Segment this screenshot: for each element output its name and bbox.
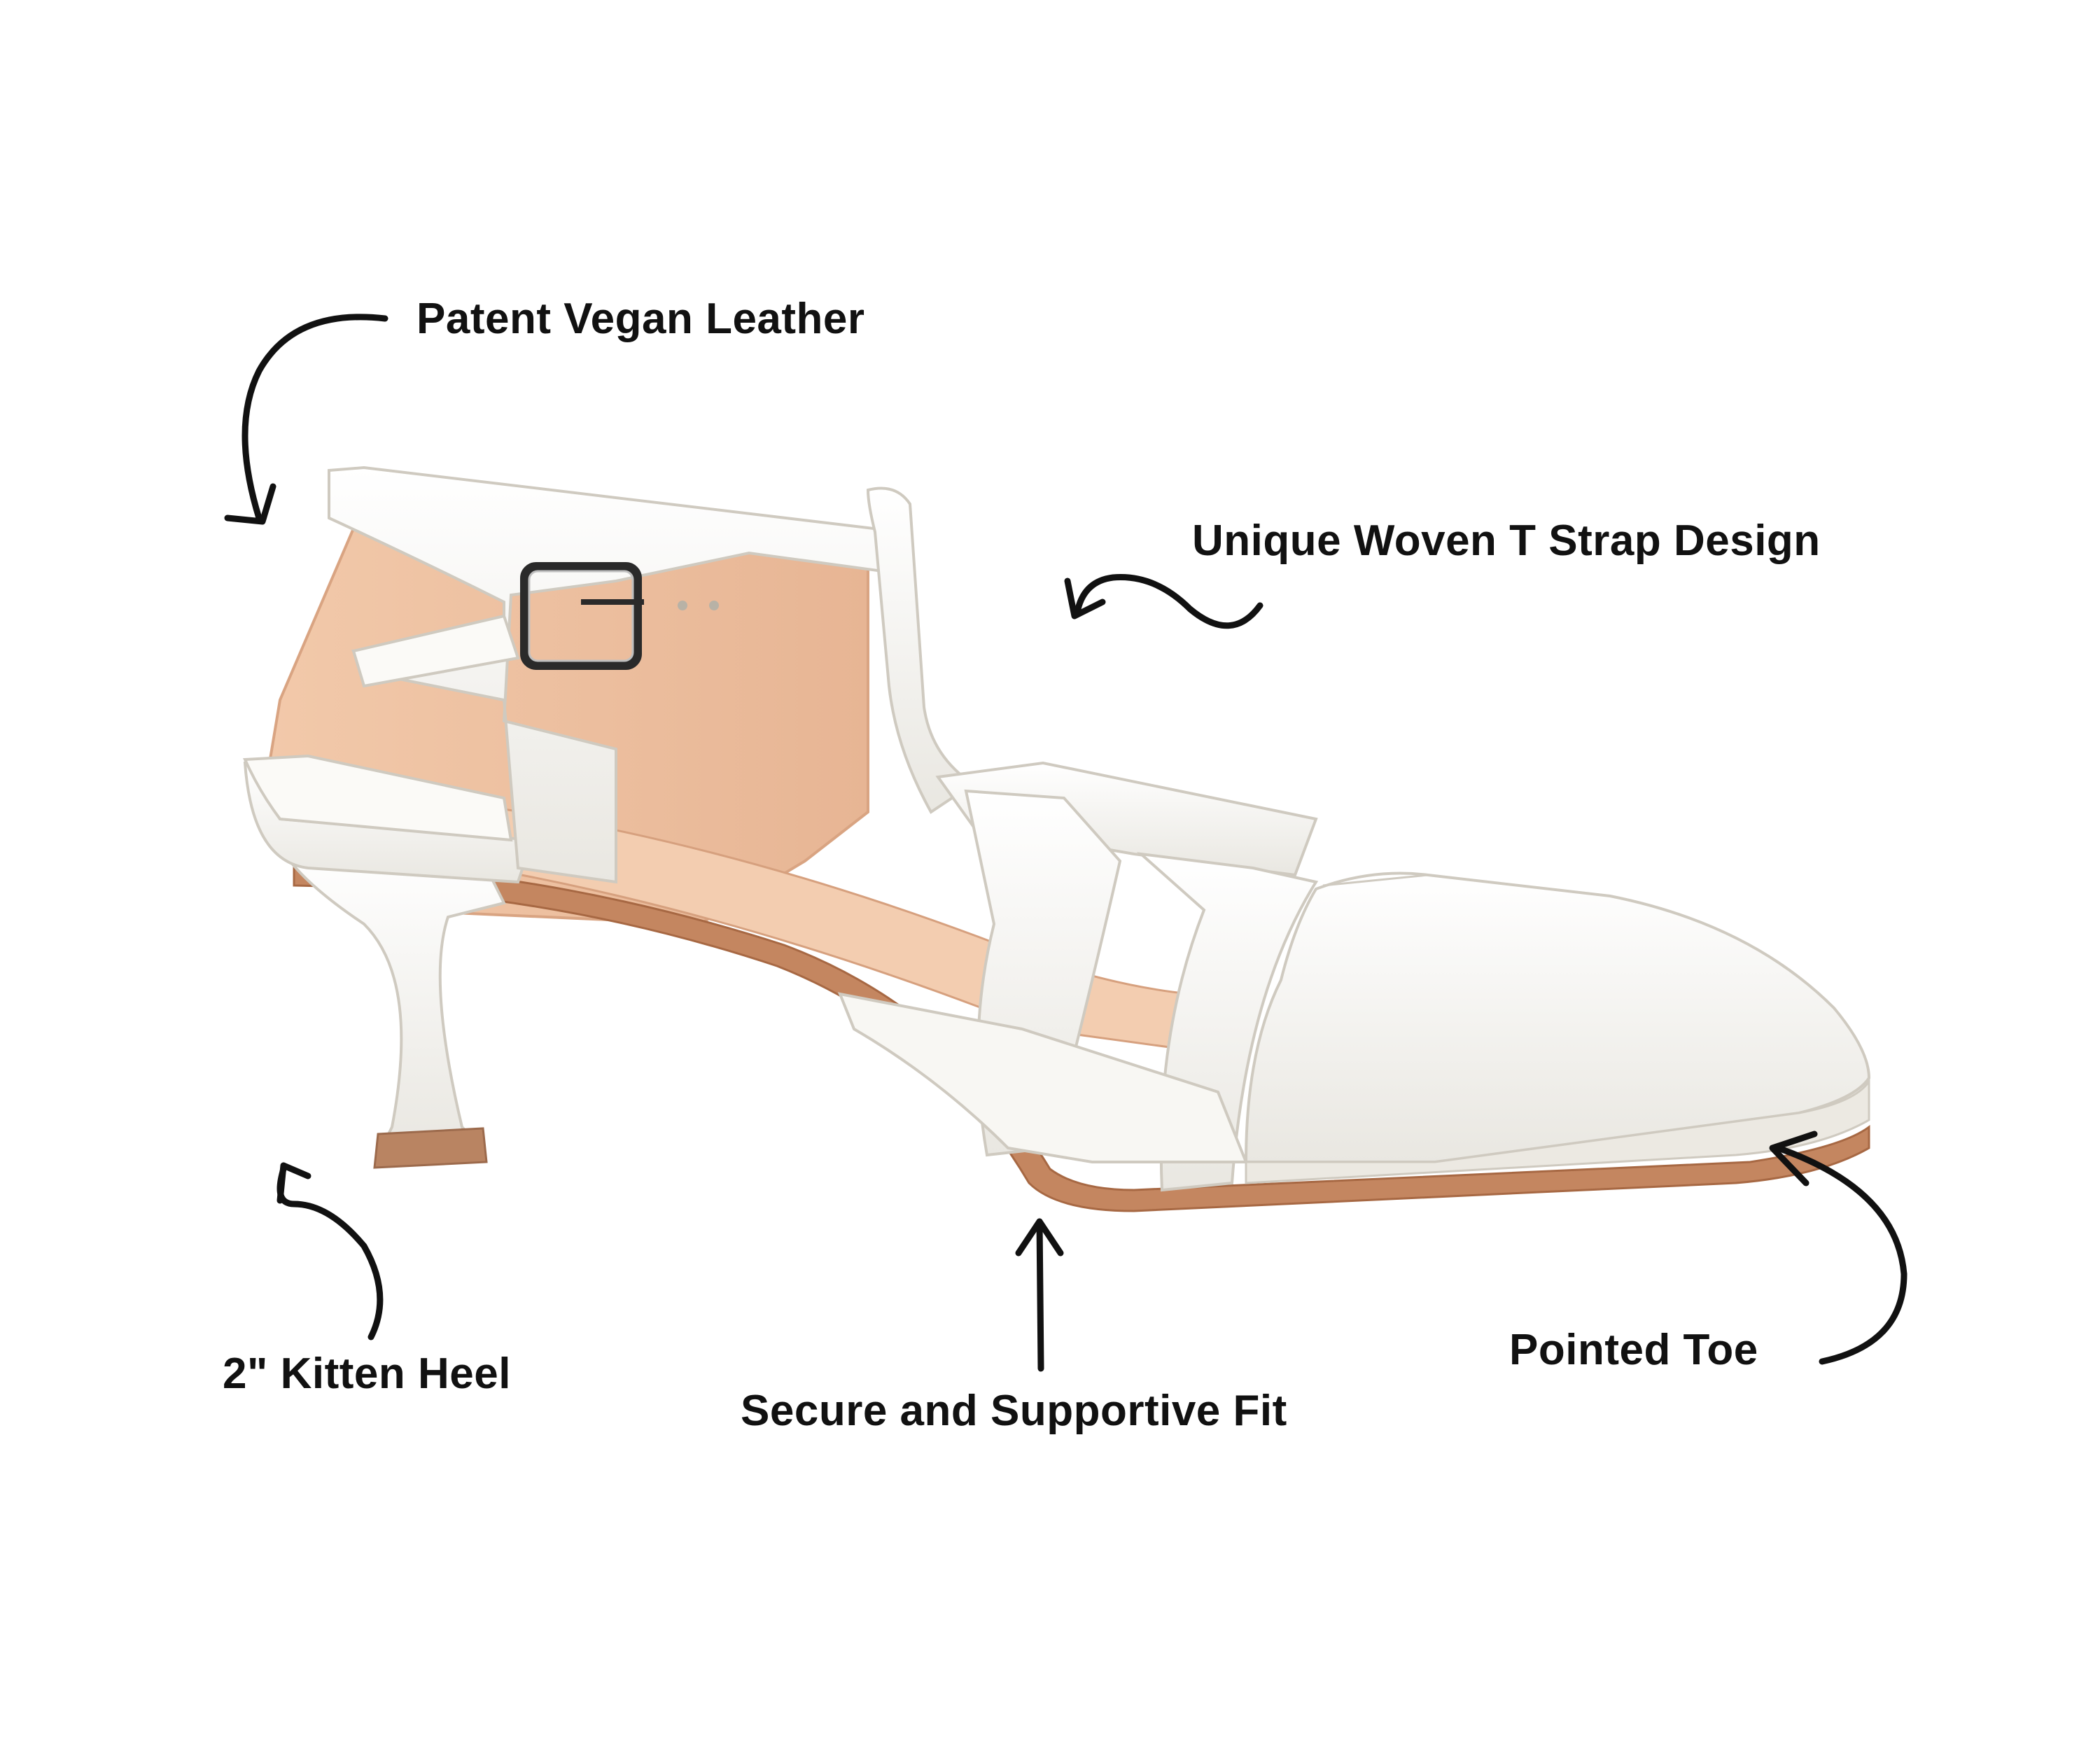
t-strap-vertical — [866, 486, 976, 814]
outsole — [293, 860, 1870, 1212]
label-woven-t-strap: Unique Woven T Strap Design — [1192, 517, 1821, 565]
pointed-toe-vamp — [1244, 872, 1871, 1163]
label-pointed-toe: Pointed Toe — [1509, 1326, 1758, 1374]
arrow-tstrap-icon — [1064, 574, 1264, 629]
sling-back-strap — [242, 754, 513, 842]
label-supportive-fit: Secure and Supportive Fit — [741, 1387, 1287, 1435]
arrow-toe-icon — [1769, 1130, 1907, 1365]
arrow-fit-icon — [1015, 1218, 1064, 1372]
woven-strap-lower — [837, 992, 1248, 1163]
buckle-icon — [520, 562, 719, 670]
arrow-heel-icon — [276, 1162, 384, 1340]
label-patent-vegan-leather: Patent Vegan Leather — [416, 295, 865, 343]
label-kitten-heel: 2" Kitten Heel — [223, 1350, 511, 1398]
arrow-leather-icon — [224, 314, 388, 525]
heel-tip — [373, 1127, 488, 1169]
strap-tail — [351, 614, 520, 688]
kitten-heel — [277, 845, 506, 1157]
